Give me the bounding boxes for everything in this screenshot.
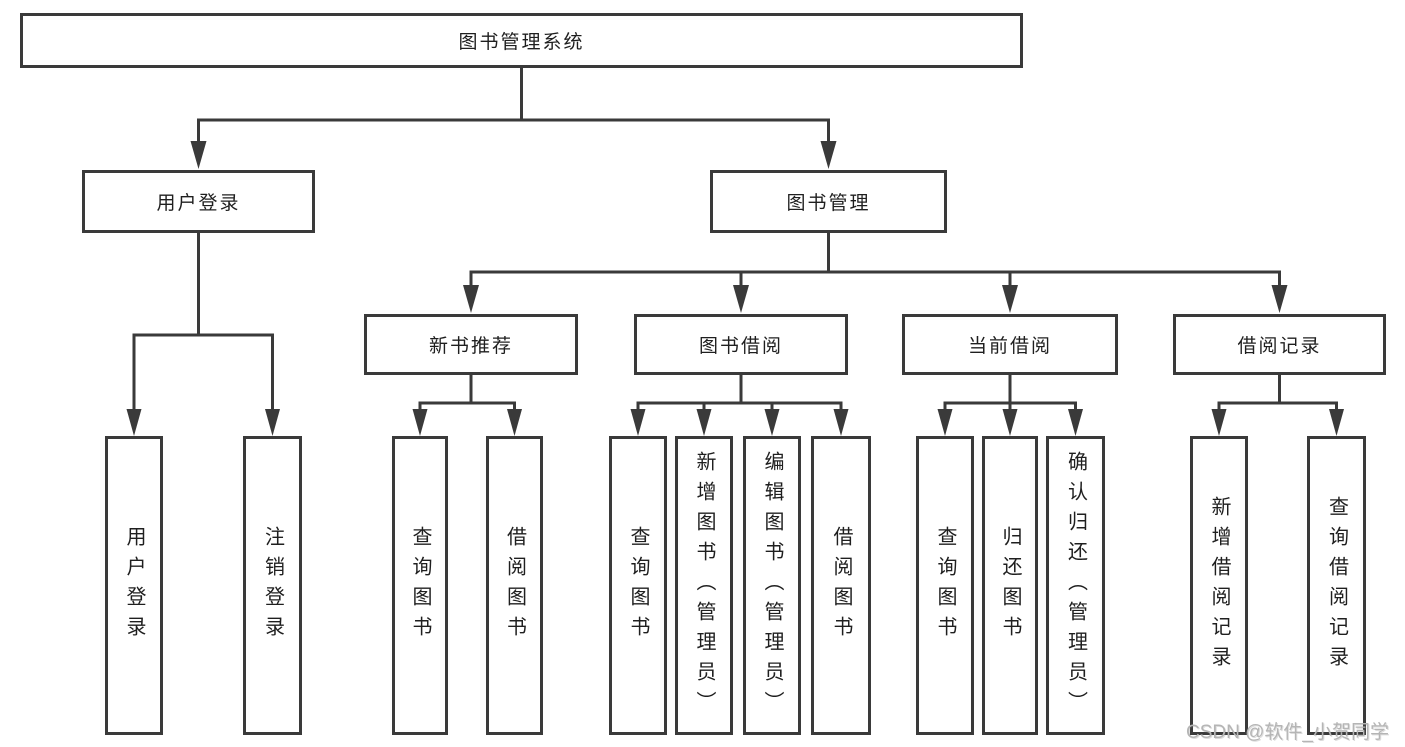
leaf-query-books-label: 查询图书	[409, 525, 431, 646]
root-node-label: 图书管理系统	[458, 32, 585, 53]
leaf-query-books: 查询图书	[392, 436, 448, 735]
leaf-edit-book-admin: 编辑图书（管理员）	[743, 436, 801, 735]
leaf-borrow-books: 借阅图书	[811, 436, 871, 735]
leaf-return-book: 归还图书	[982, 436, 1038, 735]
node-new-book-recommend-label: 新书推荐	[428, 336, 513, 357]
node-user-login-label: 用户登录	[156, 193, 241, 214]
leaf-logout: 注销登录	[243, 436, 302, 735]
node-new-book-recommend: 新书推荐	[364, 314, 578, 375]
leaf-add-book-admin: 新增图书（管理员）	[675, 436, 733, 735]
leaf-query-borrow-record-label: 查询借阅记录	[1325, 495, 1348, 676]
node-book-borrow: 图书借阅	[634, 314, 848, 375]
node-book-management: 图书管理	[710, 170, 947, 233]
leaf-query-books-label: 查询图书	[934, 525, 956, 646]
leaf-confirm-return-admin: 确认归还（管理员）	[1046, 436, 1105, 735]
node-user-login: 用户登录	[82, 170, 315, 233]
leaf-edit-book-admin-label: 编辑图书（管理员）	[761, 450, 783, 721]
node-book-management-label: 图书管理	[786, 193, 871, 214]
node-borrow-records-label: 借阅记录	[1237, 336, 1322, 357]
leaf-query-books: 查询图书	[916, 436, 974, 735]
leaf-user-login: 用户登录	[105, 436, 163, 735]
leaf-add-borrow-record: 新增借阅记录	[1190, 436, 1248, 735]
leaf-query-books-label: 查询图书	[627, 525, 649, 646]
leaf-query-borrow-record: 查询借阅记录	[1307, 436, 1366, 735]
node-book-borrow-label: 图书借阅	[698, 336, 783, 357]
csdn-watermark: CSDN @软件_小贺同学	[1186, 722, 1389, 743]
root-node-library-system: 图书管理系统	[20, 13, 1023, 68]
node-borrow-records: 借阅记录	[1173, 314, 1386, 375]
node-current-borrow: 当前借阅	[902, 314, 1118, 375]
leaf-return-book-label: 归还图书	[999, 525, 1021, 646]
node-current-borrow-label: 当前借阅	[967, 336, 1052, 357]
arrowhead-icons	[126, 141, 1344, 436]
leaf-add-book-admin-label: 新增图书（管理员）	[693, 450, 715, 721]
leaf-borrow-books: 借阅图书	[486, 436, 543, 735]
leaf-add-borrow-record-label: 新增借阅记录	[1208, 495, 1230, 676]
leaf-logout-label: 注销登录	[261, 525, 284, 646]
leaf-borrow-books-label: 借阅图书	[830, 525, 852, 646]
leaf-user-login-label: 用户登录	[123, 525, 145, 646]
leaf-query-books: 查询图书	[609, 436, 667, 735]
leaf-borrow-books-label: 借阅图书	[503, 525, 526, 646]
leaf-confirm-return-admin-label: 确认归还（管理员）	[1064, 450, 1087, 721]
